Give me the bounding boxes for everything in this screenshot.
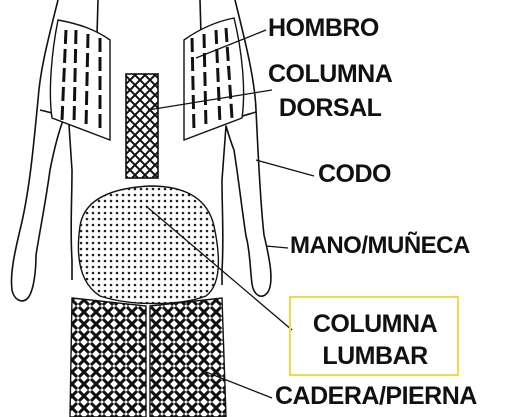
label-dorsal-line2: DORSAL (268, 91, 392, 125)
label-dorsal-line1: COLUMNA (268, 57, 392, 91)
leg-right (150, 298, 226, 417)
label-hand-wrist: MANO/MUÑECA (290, 232, 470, 260)
label-lumbar-line2: LUMBAR (300, 340, 450, 372)
label-lumbar-line1: COLUMNA (300, 308, 450, 340)
label-dorsal-spine: COLUMNA DORSAL (268, 57, 392, 125)
label-shoulder: HOMBRO (268, 14, 379, 43)
lumbar-region (78, 186, 218, 304)
dorsal-spine-block (126, 74, 158, 178)
label-lumbar-spine: COLUMNA LUMBAR (300, 308, 450, 372)
label-elbow: CODO (318, 160, 391, 189)
leg-left (70, 298, 146, 417)
shoulder-pad-left (50, 20, 110, 140)
label-hip-leg: CADERA/PIERNA (275, 382, 477, 411)
shoulder-pad-right (184, 18, 244, 140)
